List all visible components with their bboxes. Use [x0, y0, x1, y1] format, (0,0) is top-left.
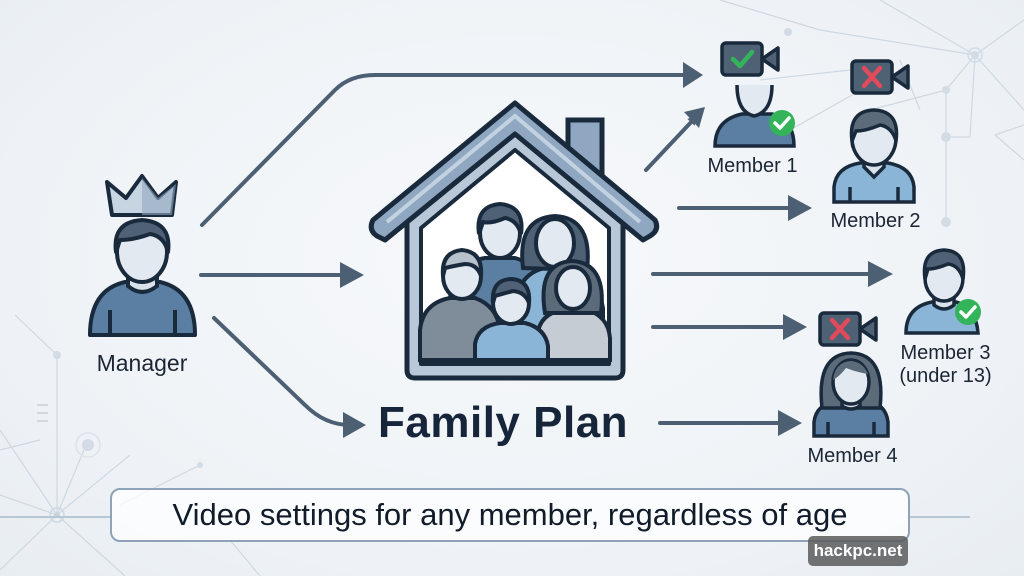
arrow-manager-to-title: [212, 316, 364, 430]
member-3-label: Member 3: [900, 342, 991, 364]
manager-figure: [88, 174, 197, 337]
person-icon: [88, 218, 197, 337]
check-badge-icon: [955, 299, 981, 325]
crown-icon: [105, 174, 178, 217]
member-1-label: Member 1: [707, 155, 798, 177]
caption-box: Video settings for any member, regardles…: [110, 488, 910, 542]
manager-label: Manager: [96, 350, 188, 376]
member-3-figure: [904, 248, 981, 335]
arrow-manager-to-member1: [200, 70, 694, 227]
member-3-sublabel: (under 13): [899, 365, 992, 387]
member-1-figure: [713, 84, 796, 148]
arrow-house-to-member1: [644, 115, 698, 172]
family-plan-title: Family Plan: [378, 398, 629, 447]
member-4-figure: [812, 351, 890, 438]
member-4-label: Member 4: [807, 445, 898, 467]
member-2-label: Member 2: [830, 210, 921, 232]
check-badge-icon: [769, 110, 795, 136]
watermark: hackpc.net: [808, 536, 908, 566]
video-camera-allowed-icon: [720, 41, 780, 77]
caption-text: Video settings for any member, regardles…: [172, 497, 848, 532]
video-camera-blocked-icon: [818, 311, 878, 347]
video-camera-blocked-icon: [850, 59, 910, 95]
house-family-icon: [368, 100, 660, 381]
member-2-figure: [832, 108, 916, 204]
